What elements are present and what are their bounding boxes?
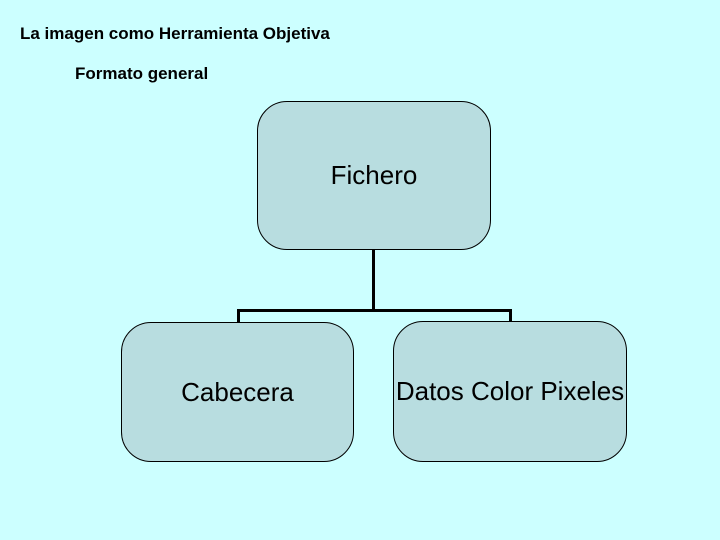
connector-vertical-line	[372, 250, 375, 311]
diagram-node-cabecera: Cabecera	[121, 322, 354, 462]
connector-horizontal-line	[237, 309, 512, 312]
diagram-node-datos-color-pixeles: Datos Color Pixeles	[393, 321, 627, 462]
diagram-node-datos-color-pixeles-label: Datos Color Pixeles	[395, 376, 625, 406]
diagram-node-cabecera-label: Cabecera	[181, 376, 294, 407]
diagram-node-fichero: Fichero	[257, 101, 491, 250]
diagram-node-fichero-label: Fichero	[330, 160, 418, 190]
slide-subtitle: Formato general	[75, 64, 209, 83]
connector-drop-left	[237, 309, 240, 323]
slide-title: La imagen como Herramienta Objetiva	[20, 24, 330, 43]
connector-drop-right	[509, 309, 512, 323]
